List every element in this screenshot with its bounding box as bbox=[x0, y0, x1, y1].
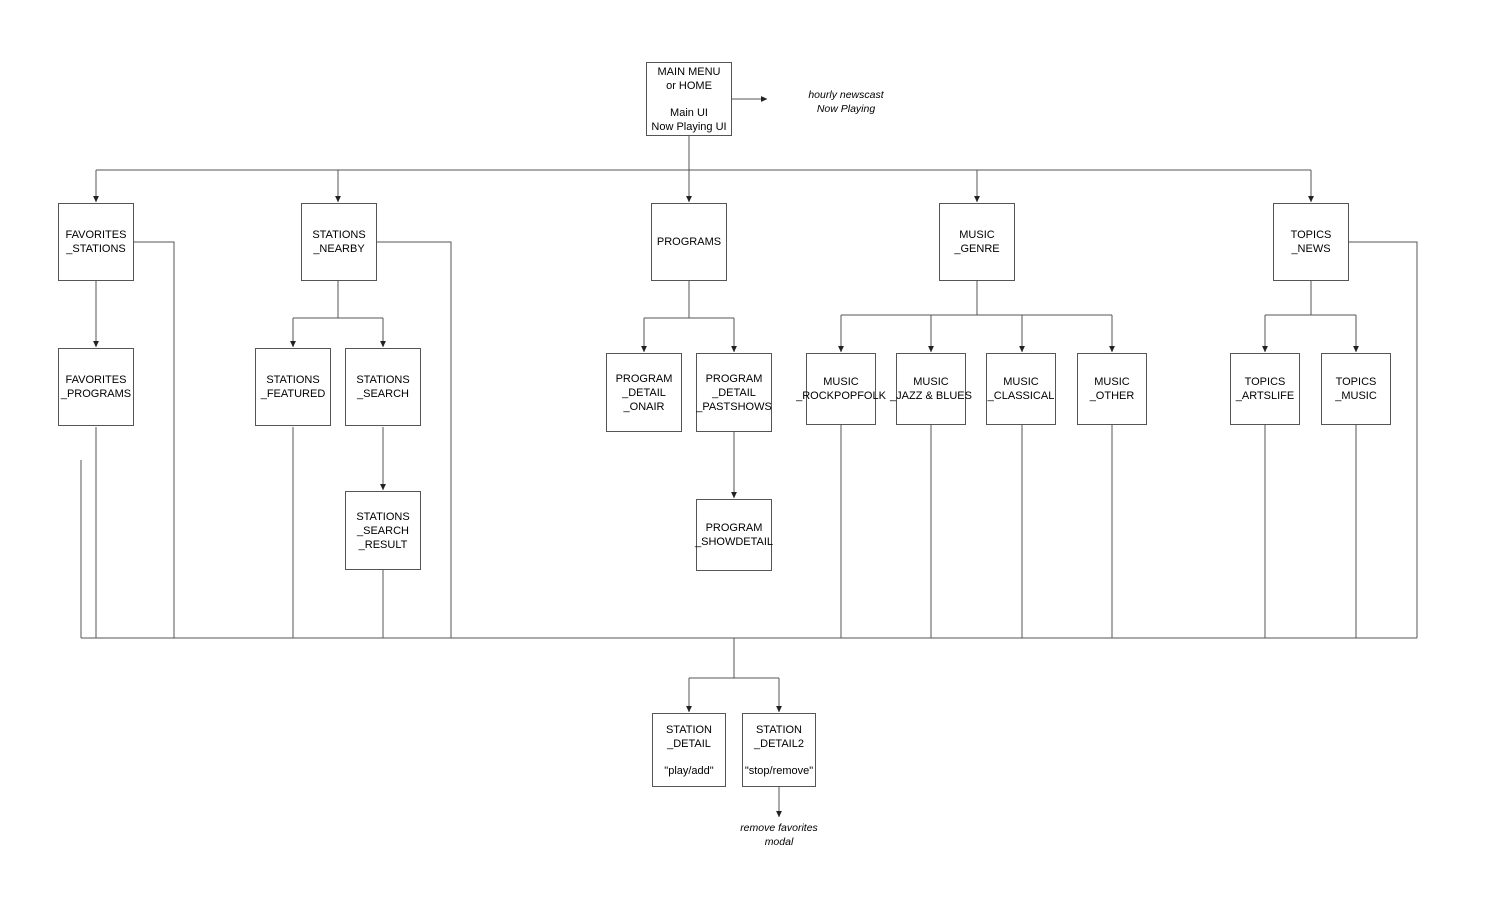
node-topics-music[interactable]: TOPICS _MUSIC bbox=[1321, 353, 1391, 425]
node-program-detail-onair[interactable]: PROGRAM _DETAIL _ONAIR bbox=[606, 353, 682, 432]
node-music-genre-line-1: _GENRE bbox=[954, 243, 1000, 255]
node-main-menu-sub-1: Now Playing UI bbox=[651, 120, 727, 133]
node-music-jazz-blues-line-0: MUSIC bbox=[913, 376, 949, 388]
node-topics-news[interactable]: TOPICS _NEWS bbox=[1273, 203, 1349, 281]
node-main-menu[interactable]: MAIN MENU or HOME Main UI Now Playing UI bbox=[646, 62, 732, 136]
annotation-hourly-newscast-line-1: Now Playing bbox=[816, 103, 876, 115]
node-program-detail-onair-line-0: PROGRAM bbox=[615, 372, 673, 385]
node-favorites-programs[interactable]: FAVORITES _PROGRAMS bbox=[58, 348, 134, 426]
node-station-detail2-sub-0: "stop/remove" bbox=[744, 764, 814, 777]
node-stations-search-result-line-1: _SEARCH bbox=[357, 524, 409, 537]
node-program-showdetail-line-0: PROGRAM bbox=[705, 522, 763, 534]
node-music-classical-line-0: MUSIC bbox=[1003, 376, 1039, 388]
node-favorites-programs-line-0: FAVORITES bbox=[65, 374, 127, 386]
node-main-menu-line-0: MAIN MENU bbox=[657, 65, 721, 78]
node-program-showdetail[interactable]: PROGRAM _SHOWDETAIL bbox=[694, 499, 774, 571]
node-stations-search-line-0: STATIONS bbox=[356, 374, 410, 386]
node-program-detail-pastshows[interactable]: PROGRAM _DETAIL _PASTSHOWS bbox=[696, 353, 772, 432]
node-stations-featured-line-0: STATIONS bbox=[266, 374, 320, 386]
annotation-remove-favorites-modal: remove favorites modal bbox=[699, 821, 859, 849]
node-music-other[interactable]: MUSIC _OTHER bbox=[1077, 353, 1147, 425]
node-main-menu-sub-0: Main UI bbox=[670, 106, 708, 119]
node-stations-featured-line-1: _FEATURED bbox=[260, 388, 326, 400]
node-station-detail-line-0: STATION bbox=[665, 723, 713, 736]
annotation-hourly-newscast-line-0: hourly newscast bbox=[808, 89, 884, 101]
node-music-jazz-blues-line-1: _JAZZ & BLUES bbox=[890, 390, 972, 402]
node-topics-music-line-1: _MUSIC bbox=[1335, 390, 1377, 402]
node-music-other-line-1: _OTHER bbox=[1089, 390, 1135, 402]
node-music-rockpopfolk[interactable]: MUSIC _ROCKPOPFOLK bbox=[796, 353, 886, 425]
node-favorites-stations[interactable]: FAVORITES _STATIONS bbox=[58, 203, 134, 281]
node-stations-nearby-line-1: _NEARBY bbox=[313, 243, 365, 255]
node-station-detail-sub-0: "play/add" bbox=[664, 764, 714, 777]
node-main-menu-line-1: or HOME bbox=[666, 79, 712, 92]
wire-topicsnews-side-to-collector bbox=[1349, 241, 1418, 638]
node-stations-nearby[interactable]: STATIONS _NEARBY bbox=[301, 203, 377, 281]
node-topics-news-line-0: TOPICS bbox=[1290, 229, 1332, 241]
node-program-detail-pastshows-line-1: _DETAIL bbox=[712, 386, 756, 399]
node-station-detail2-line-0: STATION bbox=[755, 723, 803, 736]
node-stations-search-line-1: _SEARCH bbox=[357, 388, 409, 400]
node-stations-featured[interactable]: STATIONS _FEATURED bbox=[255, 348, 331, 426]
node-favorites-stations-line-1: _STATIONS bbox=[66, 243, 126, 255]
node-music-other-line-0: MUSIC bbox=[1094, 376, 1130, 388]
node-topics-artslife-line-0: TOPICS bbox=[1244, 376, 1286, 388]
node-music-rockpopfolk-line-0: MUSIC bbox=[823, 376, 859, 388]
node-stations-search-result-line-2: _RESULT bbox=[358, 538, 408, 551]
node-topics-news-line-1: _NEWS bbox=[1291, 243, 1331, 255]
node-stations-search-result-line-0: STATIONS bbox=[356, 510, 410, 523]
node-stations-search[interactable]: STATIONS _SEARCH bbox=[345, 348, 421, 426]
node-stations-search-result[interactable]: STATIONS _SEARCH _RESULT bbox=[345, 491, 421, 570]
node-stations-nearby-line-0: STATIONS bbox=[312, 229, 366, 241]
node-program-detail-pastshows-line-0: PROGRAM bbox=[705, 372, 763, 385]
node-favorites-programs-line-1: _PROGRAMS bbox=[60, 388, 132, 400]
node-program-detail-onair-line-2: _ONAIR bbox=[623, 400, 665, 413]
node-station-detail[interactable]: STATION _DETAIL "play/add" bbox=[652, 713, 726, 787]
node-programs[interactable]: PROGRAMS bbox=[651, 203, 727, 281]
node-favorites-stations-line-0: FAVORITES bbox=[65, 229, 127, 241]
node-program-detail-pastshows-line-2: _PASTSHOWS bbox=[696, 400, 772, 413]
node-station-detail-line-1: _DETAIL bbox=[667, 737, 711, 750]
node-programs-line-0: PROGRAMS bbox=[656, 236, 722, 248]
node-station-detail2[interactable]: STATION _DETAIL2 "stop/remove" bbox=[742, 713, 816, 787]
node-station-detail2-line-1: _DETAIL2 bbox=[754, 737, 804, 750]
node-topics-artslife-line-1: _ARTSLIFE bbox=[1235, 390, 1295, 402]
wire-favstations-side-to-collector bbox=[133, 241, 175, 638]
node-music-genre-line-0: MUSIC bbox=[959, 229, 995, 241]
wire-nearby-side-to-collector bbox=[376, 241, 452, 638]
annotation-remove-favorites-modal-line-1: modal bbox=[764, 836, 794, 848]
annotation-hourly-newscast: hourly newscast Now Playing bbox=[776, 88, 916, 116]
node-program-detail-onair-line-1: _DETAIL bbox=[622, 386, 666, 399]
node-topics-music-line-0: TOPICS bbox=[1335, 376, 1377, 388]
node-music-genre[interactable]: MUSIC _GENRE bbox=[939, 203, 1015, 281]
node-music-rockpopfolk-line-1: _ROCKPOPFOLK bbox=[796, 390, 886, 402]
annotation-remove-favorites-modal-line-0: remove favorites bbox=[740, 822, 818, 834]
node-music-classical[interactable]: MUSIC _CLASSICAL bbox=[986, 353, 1056, 425]
node-music-classical-line-1: _CLASSICAL bbox=[987, 390, 1055, 402]
node-music-jazz-blues[interactable]: MUSIC _JAZZ & BLUES bbox=[890, 353, 972, 425]
node-topics-artslife[interactable]: TOPICS _ARTSLIFE bbox=[1230, 353, 1300, 425]
node-program-showdetail-line-1: _SHOWDETAIL bbox=[694, 536, 774, 548]
